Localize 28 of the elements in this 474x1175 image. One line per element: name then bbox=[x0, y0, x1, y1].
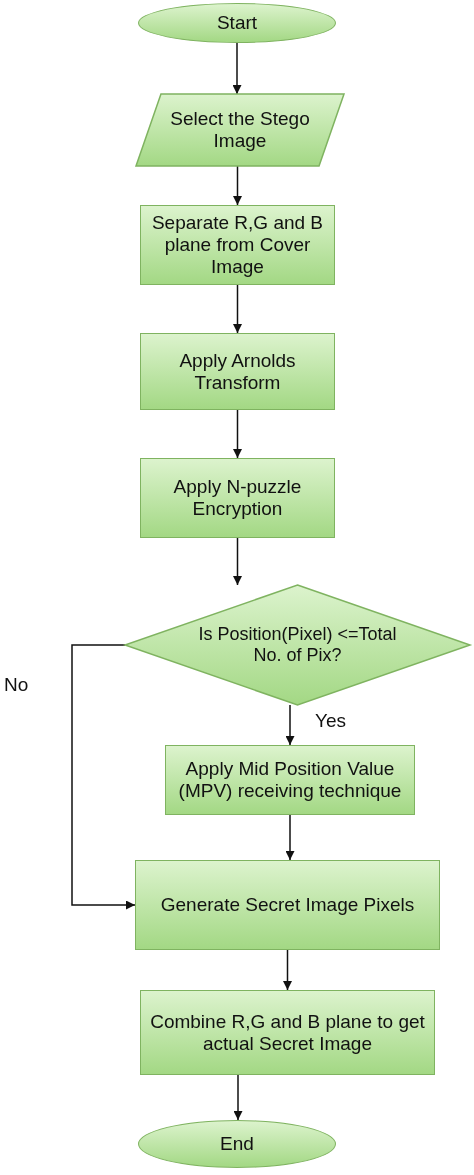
node-text: Generate Secret Image Pixels bbox=[159, 894, 416, 916]
arrow bbox=[285, 814, 295, 861]
arrow bbox=[233, 537, 242, 586]
arrow bbox=[285, 704, 295, 746]
input-parallelogram bbox=[136, 94, 344, 166]
node-text: Apply Mid Position Value (MPV) receiving technique bbox=[177, 758, 403, 802]
node-text: End bbox=[219, 1133, 255, 1155]
arrow bbox=[233, 165, 242, 206]
node-text: Separate R,G and B plane from Cover Image bbox=[150, 212, 325, 278]
node-text: Combine R,G and B plane to get actual Secret Image bbox=[149, 1010, 426, 1055]
process-box bbox=[140, 990, 435, 1075]
process-box bbox=[135, 860, 440, 950]
decision-diamond bbox=[125, 585, 470, 705]
node-text: Is Position(Pixel) <=Total No. of Pix? bbox=[197, 624, 398, 666]
arrow bbox=[233, 284, 242, 334]
arrow bbox=[233, 409, 242, 459]
node-text: Start bbox=[215, 12, 259, 34]
node-text: Apply N-puzzle Encryption bbox=[172, 476, 303, 520]
process-box bbox=[165, 745, 415, 815]
arrow bbox=[283, 949, 292, 991]
arrow bbox=[71, 644, 136, 910]
arrow bbox=[232, 42, 242, 95]
process-box bbox=[140, 458, 335, 538]
node-text: Select the Stego Image bbox=[169, 108, 311, 152]
node-text: Apply Arnolds Transform bbox=[178, 349, 297, 394]
process-box bbox=[140, 333, 335, 410]
arrow bbox=[233, 1074, 243, 1121]
process-box bbox=[140, 205, 335, 285]
